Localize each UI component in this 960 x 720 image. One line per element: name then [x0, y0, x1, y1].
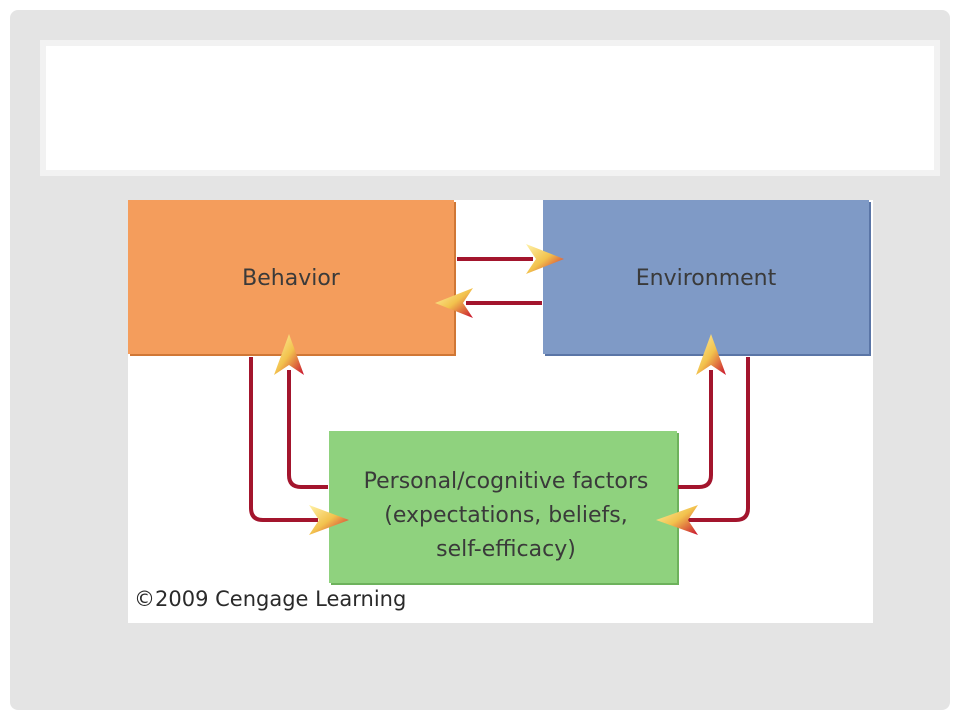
personal-factors-line-3: self-efficacy)	[436, 537, 576, 562]
arrowhead-to-environment	[526, 244, 564, 274]
arrowhead-to-environment-from-personal	[696, 334, 726, 375]
personal-factors-box	[329, 431, 677, 583]
arrowheads-group	[274, 244, 726, 535]
arrowhead-to-behavior-from-environment	[435, 288, 473, 318]
behavior-box	[128, 200, 454, 354]
arrow-behavior-to-personal	[249, 357, 318, 522]
environment-label: Environment	[636, 266, 777, 291]
arrow-personal-to-environment	[678, 370, 713, 489]
environment-box	[543, 200, 869, 354]
personal-factors-line-2: (expectations, beliefs,	[384, 503, 628, 528]
personal-factors-node: Personal/cognitive factors (expectations…	[329, 431, 679, 585]
arrowhead-to-personal-right	[656, 505, 698, 535]
environment-node: Environment	[543, 200, 871, 356]
reciprocal-determinism-diagram: Behavior Environment Personal/cognitive …	[128, 200, 873, 623]
personal-factors-line-1: Personal/cognitive factors	[364, 469, 649, 494]
arrow-personal-to-behavior	[287, 370, 328, 489]
diagram-canvas: Behavior Environment Personal/cognitive …	[128, 200, 871, 585]
behavior-node: Behavior	[128, 200, 456, 356]
behavior-label: Behavior	[242, 266, 341, 291]
slide-title-placeholder	[40, 40, 940, 176]
arrowhead-to-behavior-from-personal	[274, 334, 304, 375]
arrowhead-to-personal-left	[309, 505, 349, 535]
arrows-group	[249, 257, 750, 522]
arrow-environment-to-personal	[688, 357, 750, 522]
copyright-credit: ©2009 Cengage Learning	[134, 587, 407, 611]
